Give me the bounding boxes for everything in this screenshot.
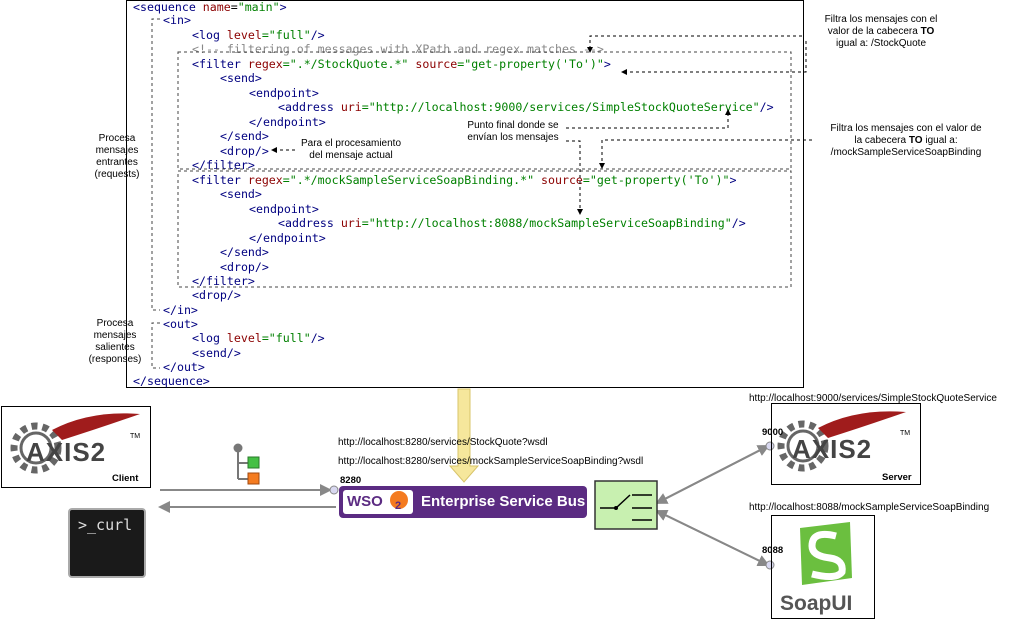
code-line-log: <log level="full"/> bbox=[192, 28, 325, 42]
curl-terminal-icon: >_curl bbox=[68, 508, 146, 578]
code-line-sequence-close: </sequence> bbox=[133, 374, 210, 388]
code-line-drop-2: <drop/> bbox=[220, 260, 269, 274]
server-port: 9000 bbox=[762, 427, 784, 438]
server-feather-icon bbox=[818, 411, 906, 438]
in-bracket bbox=[151, 18, 160, 311]
axis2-client-logo: AXIS2 bbox=[26, 437, 107, 467]
client-label: Client bbox=[112, 473, 139, 484]
server-tm-mark: TM bbox=[900, 430, 911, 437]
proxy-url-stockquote[interactable]: http://localhost:8280/services/StockQuot… bbox=[338, 437, 548, 448]
code-line-address1: <address uri="http://localhost:9000/serv… bbox=[278, 100, 774, 114]
code-line-sequence-open: <sequence name="main"> bbox=[133, 0, 287, 14]
code-line-send-close: </send> bbox=[220, 129, 269, 143]
soapui-logo-icon bbox=[800, 522, 852, 585]
annotation-drop: Para el procesamiento del mensaje actual bbox=[300, 138, 402, 161]
code-line-drop-3: <drop/> bbox=[192, 288, 241, 302]
code-line-in-open: <in> bbox=[163, 13, 191, 27]
wso2-logo: WSO 2 bbox=[343, 490, 413, 514]
server-gear-icon bbox=[777, 420, 829, 472]
server-url-stockquote[interactable]: http://localhost:9000/services/SimpleSto… bbox=[749, 393, 997, 404]
code-line-out-open: <out> bbox=[163, 317, 198, 331]
filter1-frame bbox=[177, 51, 792, 170]
annotation-filter-stockquote: Filtra los mensajes con el valor de la c… bbox=[824, 14, 938, 49]
esb-label: Enterprise Service Bus bbox=[421, 493, 586, 510]
proxy-url-mock[interactable]: http://localhost:8280/services/mockSampl… bbox=[338, 456, 644, 467]
server-label: Server bbox=[882, 472, 912, 483]
code-line-endpoint-close: </endpoint> bbox=[249, 115, 326, 129]
code-line-send-open: <send> bbox=[220, 71, 262, 85]
big-down-arrow bbox=[448, 388, 480, 483]
code-line-send-close-2: </send> bbox=[220, 245, 269, 259]
annotation-endpoint: Punto final donde se envían los mensajes bbox=[467, 120, 559, 143]
annotation-outgoing: Procesa mensajes salientes (responses) bbox=[88, 318, 142, 365]
message-tree-icon bbox=[233, 443, 260, 485]
code-line-filter1-open: <filter regex=".*/StockQuote.*" source="… bbox=[192, 57, 611, 71]
esb-port: 8280 bbox=[340, 475, 362, 486]
esb-bar[interactable]: WSO 2 Enterprise Service Bus bbox=[339, 486, 587, 518]
code-line-filter1-close: </filter> bbox=[192, 158, 255, 172]
code-line-send-open-2: <send> bbox=[220, 187, 262, 201]
code-line-endpoint-close-2: </endpoint> bbox=[249, 231, 326, 245]
code-line-log-2: <log level="full"/> bbox=[192, 331, 325, 345]
code-line-out-close: </out> bbox=[163, 360, 205, 374]
code-line-in-close: </in> bbox=[163, 303, 198, 317]
axis2-client-box: AXIS2 TM Client bbox=[1, 406, 151, 488]
code-line-filter2-close: </filter> bbox=[192, 274, 255, 288]
client-gear-icon bbox=[10, 422, 62, 474]
server-url-mock[interactable]: http://localhost:8088/mockSampleServiceS… bbox=[749, 502, 990, 513]
xml-sequence-panel bbox=[126, 0, 804, 388]
client-tm-mark: TM bbox=[130, 433, 141, 440]
annotation-incoming: Procesa mensajes entrantes (requests) bbox=[94, 133, 140, 180]
soapui-label: SoapUI bbox=[780, 592, 853, 615]
curl-label: >_curl bbox=[78, 516, 133, 534]
axis2-server-box: AXIS2 TM Server bbox=[771, 403, 921, 485]
code-line-endpoint-open: <endpoint> bbox=[249, 86, 319, 100]
code-line-endpoint-open-2: <endpoint> bbox=[249, 202, 319, 216]
soapui-box: SoapUI bbox=[771, 515, 875, 619]
out-bracket bbox=[151, 322, 160, 369]
code-line-send-empty: <send/> bbox=[192, 346, 241, 360]
wso2-brand: WSO bbox=[347, 493, 383, 510]
code-line-filter2-open: <filter regex=".*/mockSampleServiceSoapB… bbox=[192, 173, 737, 187]
annotation-filter-mock: Filtra los mensajes con el valor de la c… bbox=[830, 123, 982, 158]
wso2-sub: 2 bbox=[395, 500, 402, 512]
axis2-server-logo: AXIS2 bbox=[792, 434, 873, 464]
router-switch-icon bbox=[594, 480, 658, 530]
soapui-port: 8088 bbox=[762, 545, 784, 556]
code-line-drop: <drop/> bbox=[220, 144, 269, 158]
filter2-frame bbox=[177, 170, 792, 288]
client-feather-icon bbox=[52, 413, 140, 440]
code-line-address2: <address uri="http://localhost:8088/mock… bbox=[278, 216, 746, 230]
